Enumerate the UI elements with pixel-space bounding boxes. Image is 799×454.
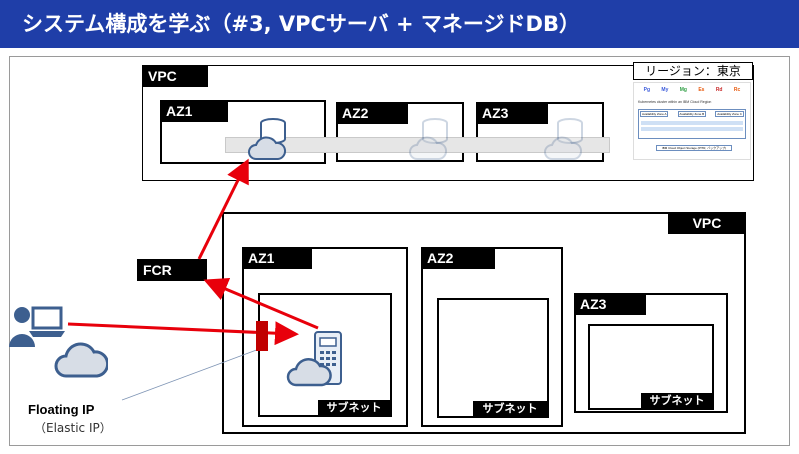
server-to-fcr-arrow — [203, 277, 319, 330]
thumbnail-heading: Kubernetes cluster within an IBM Cloud R… — [638, 100, 712, 104]
db-code-my: My — [661, 87, 669, 93]
architecture-thumbnail: Pg My Mg Es Rd Rc Kubernetes cluster wit… — [633, 82, 751, 160]
top-az1-label: AZ1 — [160, 100, 228, 122]
bottom-az3-label: AZ3 — [574, 293, 646, 315]
bottom-az1-label: AZ1 — [242, 247, 312, 269]
db-code-es: Es — [698, 87, 705, 93]
top-vpc-label: VPC — [142, 65, 208, 87]
thumb-zone-a: Availability Zone A — [640, 111, 669, 117]
top-az3-label: AZ3 — [476, 102, 548, 124]
cloud-icon — [286, 357, 332, 387]
subnet-label-1: サブネット — [318, 400, 390, 416]
diagram-frame — [9, 56, 790, 446]
database-icon — [557, 118, 583, 144]
thumb-zone-c: Availability Zone C — [715, 111, 744, 117]
top-az2-label: AZ2 — [336, 102, 408, 124]
floating-ip-leader-line — [121, 347, 263, 401]
region-label: リージョン：東京 — [633, 62, 753, 80]
cloud-icon — [248, 136, 287, 160]
thumb-zone-b: Availability Zone B — [677, 111, 707, 117]
managed-db-band — [225, 137, 610, 153]
cloud-icon — [54, 342, 108, 378]
user-to-server-arrow — [67, 321, 299, 346]
db-code-mg: Mg — [679, 87, 687, 93]
floating-ip-marker — [256, 321, 268, 351]
cloud-icon — [544, 136, 583, 160]
user-at-computer-icon — [9, 306, 65, 347]
page-title: システム構成を学ぶ（#3, VPCサーバ + マネージドDB） — [0, 0, 799, 48]
db-code-rc: Rc — [733, 87, 741, 93]
fcr-to-db-arrow — [197, 158, 249, 260]
floating-ip-label: Floating IP — [28, 402, 95, 417]
floating-ip-sub: （Elastic IP） — [34, 421, 112, 435]
db-code-rd: Rd — [715, 87, 723, 93]
bottom-az2-subnet — [437, 298, 549, 418]
subnet-label-3: サブネット — [641, 393, 713, 409]
cloud-icon — [409, 136, 448, 160]
fcr-label: FCR — [137, 259, 207, 281]
subnet-label-2: サブネット — [473, 401, 547, 417]
database-icon — [422, 118, 448, 144]
bottom-vpc-label: VPC — [668, 212, 746, 234]
bottom-az2-label: AZ2 — [421, 247, 495, 269]
thumb-footer: IBM Cloud Object Storage (PITR, バックアップ) — [656, 145, 732, 151]
db-code-pg: Pg — [643, 87, 651, 93]
